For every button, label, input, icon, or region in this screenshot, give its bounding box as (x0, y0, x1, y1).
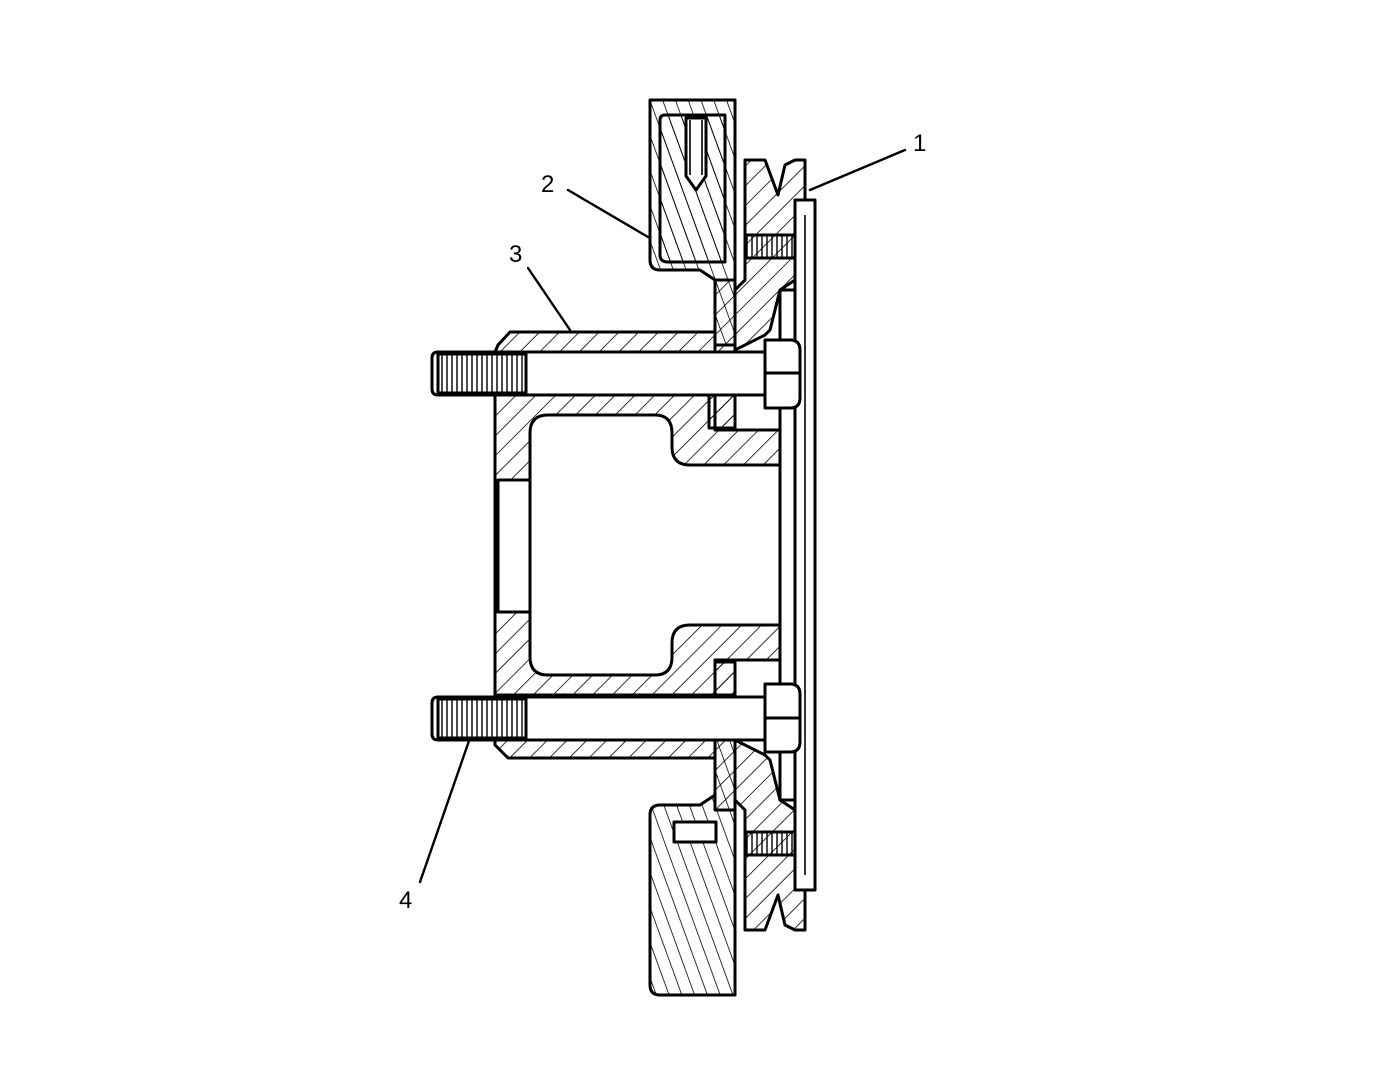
callout-label-2: 2 (541, 171, 555, 198)
leader-lines (418, 148, 907, 884)
callout-label-4: 4 (399, 887, 413, 914)
callout-label-1: 1 (913, 130, 927, 157)
callout-label-3: 3 (509, 241, 523, 268)
part-2-upper-weight (648, 98, 737, 347)
pulley-face (778, 198, 817, 892)
part-4-upper-bolt (430, 338, 802, 410)
part-4-lower-bolt (430, 682, 802, 754)
part-3-hub (493, 330, 782, 760)
